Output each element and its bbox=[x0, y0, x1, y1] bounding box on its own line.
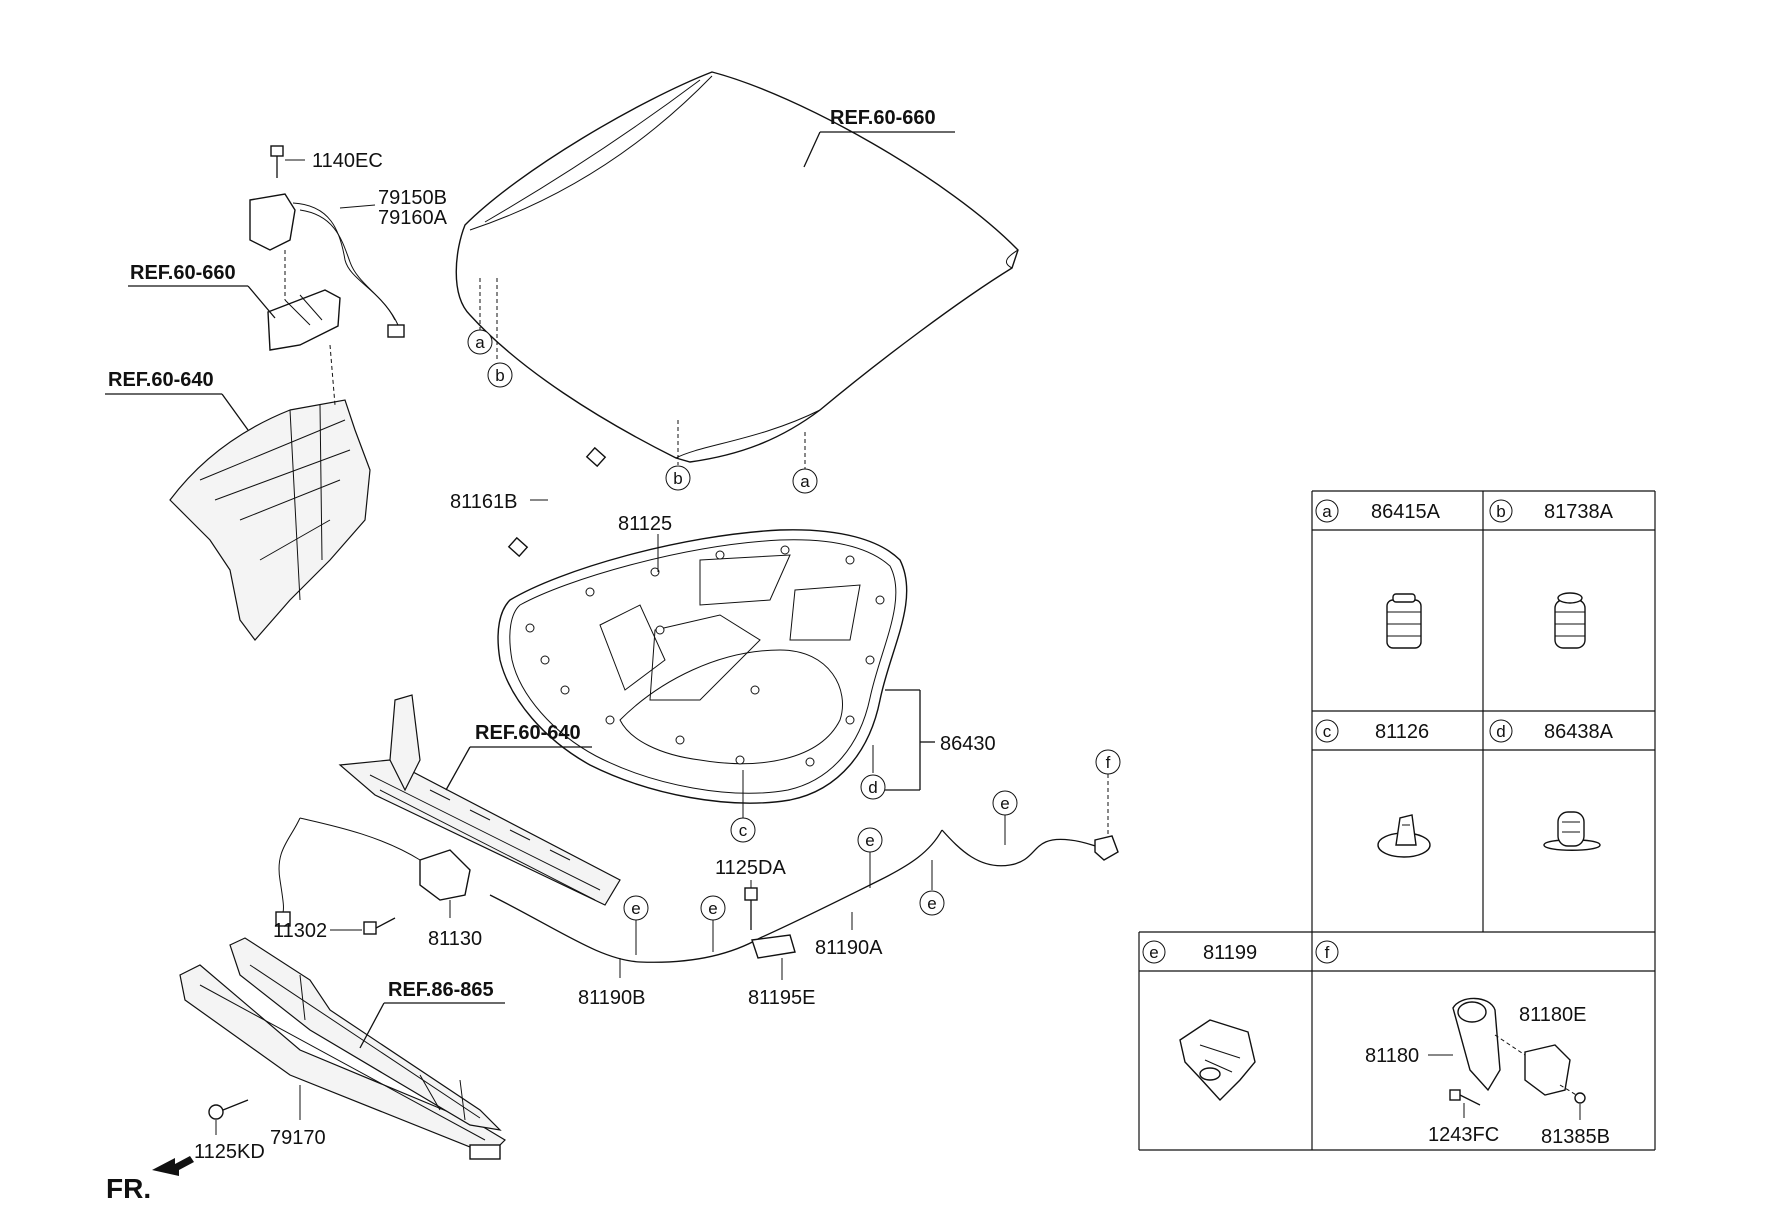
label-79170: 79170 bbox=[270, 1127, 326, 1149]
legend-cell-b: b 81738A bbox=[1489, 499, 1614, 649]
release-cable bbox=[489, 829, 1119, 963]
ref-radsupport-label: REF.60-640 bbox=[475, 722, 581, 744]
svg-text:e: e bbox=[927, 894, 936, 913]
hood-latch bbox=[275, 817, 471, 927]
hood-panel bbox=[455, 71, 1019, 463]
svg-text:d: d bbox=[1496, 722, 1505, 741]
svg-text:86438A: 86438A bbox=[1544, 721, 1614, 743]
callout-e-cable-3: e bbox=[857, 827, 883, 888]
callout-d-weatherstrip: d bbox=[860, 745, 886, 800]
svg-text:e: e bbox=[1149, 943, 1158, 962]
ref-hood-leader bbox=[803, 131, 821, 168]
legend-cell-f: f 81180E 81180 1243FC 81385B bbox=[1315, 940, 1610, 1148]
label-81190a: 81190A bbox=[815, 937, 883, 959]
svg-text:81738A: 81738A bbox=[1544, 501, 1614, 523]
label-1125kd: 1125KD bbox=[194, 1141, 265, 1163]
hinge-bolt bbox=[270, 145, 284, 178]
ref-radsupport-leader bbox=[445, 746, 471, 791]
callout-e-cable-4: e bbox=[919, 860, 945, 916]
weatherstrip-bracket bbox=[880, 689, 935, 791]
callout-b-hood-front: b bbox=[665, 465, 691, 491]
svg-text:86415A: 86415A bbox=[1371, 501, 1441, 523]
bumper-stopper-a-icon bbox=[1386, 593, 1422, 649]
label-81190b: 81190B bbox=[578, 987, 645, 1009]
front-direction-arrow-icon bbox=[152, 1156, 194, 1176]
bumper-stopper-b-icon bbox=[1554, 592, 1586, 649]
ref-apron-label: REF.60-640 bbox=[108, 369, 214, 391]
ref-apron-leader bbox=[221, 393, 249, 431]
svg-text:e: e bbox=[865, 831, 874, 850]
callout-a-hood-front: a bbox=[792, 468, 818, 494]
svg-text:81385B: 81385B bbox=[1541, 1126, 1610, 1148]
cable-clip-e-icon bbox=[1179, 1019, 1256, 1102]
ref-bumper-label: REF.86-865 bbox=[388, 979, 494, 1001]
svg-text:d: d bbox=[868, 778, 877, 797]
clip-c-icon bbox=[1377, 814, 1431, 858]
callout-f-cable: f bbox=[1095, 749, 1121, 836]
ref-bumper-leader bbox=[359, 1002, 385, 1049]
bumper-bracket bbox=[179, 937, 506, 1160]
svg-text:e: e bbox=[1000, 794, 1009, 813]
legend-cell-d: d 86438A bbox=[1489, 719, 1614, 851]
callout-e-cable-2: e bbox=[700, 895, 726, 952]
leader-79150b bbox=[339, 204, 376, 209]
release-handle bbox=[744, 887, 796, 959]
hood-stay bbox=[507, 446, 607, 558]
label-79150b: 79150B bbox=[378, 187, 447, 209]
clip-d-icon bbox=[1543, 811, 1601, 851]
label-1125da: 1125DA bbox=[715, 857, 786, 879]
svg-text:a: a bbox=[1322, 502, 1332, 521]
legend-cell-a: a 86415A bbox=[1315, 499, 1441, 649]
callout-b-hood-left: b bbox=[487, 362, 513, 388]
label-86430: 86430 bbox=[940, 733, 996, 755]
svg-text:b: b bbox=[673, 469, 682, 488]
callout-e-cable-5: e bbox=[992, 790, 1018, 845]
release-lever-icon bbox=[1449, 997, 1586, 1106]
svg-text:e: e bbox=[708, 899, 717, 918]
svg-text:f: f bbox=[1325, 943, 1330, 962]
radiator-support bbox=[338, 694, 621, 906]
ref-hinge-label: REF.60-660 bbox=[130, 262, 236, 284]
label-79160a: 79160A bbox=[378, 207, 448, 229]
svg-text:c: c bbox=[1323, 722, 1332, 741]
svg-text:b: b bbox=[495, 366, 504, 385]
label-81130: 81130 bbox=[428, 928, 482, 950]
legend-cell-c: c 81126 bbox=[1315, 719, 1431, 858]
fender-apron-structure bbox=[169, 344, 371, 641]
svg-text:1243FC: 1243FC bbox=[1428, 1124, 1499, 1146]
svg-text:81126: 81126 bbox=[1375, 721, 1429, 743]
callout-c-insulator: c bbox=[730, 770, 756, 843]
ref-hood-label: REF.60-660 bbox=[830, 107, 936, 129]
hood-hinge bbox=[267, 250, 341, 351]
svg-text:b: b bbox=[1496, 502, 1505, 521]
callout-a-hood-left: a bbox=[467, 329, 493, 355]
front-direction-label: FR. bbox=[106, 1173, 151, 1204]
svg-text:c: c bbox=[739, 821, 748, 840]
label-81125: 81125 bbox=[618, 513, 672, 535]
label-1140ec: 1140EC bbox=[312, 150, 383, 172]
callout-e-cable-1: e bbox=[623, 895, 649, 955]
svg-text:a: a bbox=[800, 472, 810, 491]
svg-text:f: f bbox=[1106, 753, 1111, 772]
label-11302: 11302 bbox=[273, 920, 327, 942]
svg-text:81199: 81199 bbox=[1203, 942, 1257, 964]
svg-text:e: e bbox=[631, 899, 640, 918]
svg-text:a: a bbox=[475, 333, 485, 352]
svg-text:81180E: 81180E bbox=[1519, 1004, 1586, 1026]
svg-text:81180: 81180 bbox=[1365, 1045, 1419, 1067]
latch-bolt bbox=[363, 917, 396, 935]
hood-switch-seal bbox=[249, 193, 405, 338]
label-81161b: 81161B bbox=[450, 491, 517, 513]
legend-cell-e: e 81199 bbox=[1142, 940, 1257, 1102]
legend-table bbox=[1138, 490, 1656, 1151]
ref-hinge-leader bbox=[247, 285, 276, 319]
label-81195e: 81195E bbox=[748, 987, 815, 1009]
bumper-bolt bbox=[208, 1099, 249, 1120]
hood-insulator bbox=[497, 529, 908, 804]
